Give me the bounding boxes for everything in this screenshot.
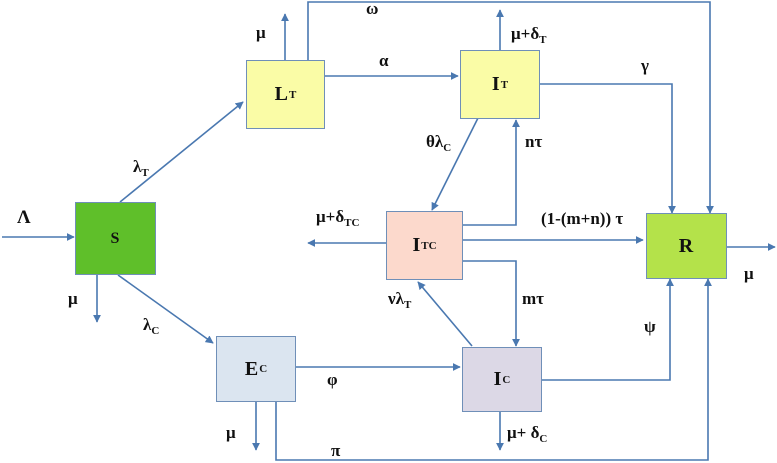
node-lt-sub: T [289, 88, 297, 101]
label-n-tau: nτ [525, 132, 543, 151]
label-gamma: γ [641, 56, 649, 75]
label-pi: π [331, 441, 341, 460]
node-itc-label: I [412, 234, 421, 256]
node-s-label: S [110, 229, 120, 247]
arrow-psi [542, 278, 674, 381]
arrow-theta [431, 117, 479, 211]
node-it-label: I [491, 73, 500, 95]
node-s: S [75, 202, 156, 275]
label-mu-delta-t: μ+δT [511, 24, 547, 46]
label-mu-ec: μ [226, 423, 236, 442]
arrow-ntau [463, 119, 520, 226]
arrow-s-to-lt [119, 101, 244, 203]
label-phi: φ [327, 370, 338, 389]
label-mu-delta-c: μ+ δC [507, 423, 548, 445]
arrow-pi [275, 278, 712, 461]
node-ic-sub: C [502, 373, 511, 386]
arrow-gamma [540, 83, 676, 214]
node-lt-label: L [274, 83, 288, 105]
arrow-s-to-ec [117, 274, 214, 344]
label-m-tau: mτ [522, 289, 544, 308]
node-it-sub: T [500, 78, 509, 91]
label-mu-r: μ [744, 264, 754, 283]
label-lambda-recruit: Λ [17, 207, 31, 228]
arrow-nu [417, 281, 473, 347]
label-mu-s: μ [68, 289, 78, 308]
label-nu-lambda-t: νλT [388, 289, 412, 311]
node-ec-sub: C [259, 363, 268, 375]
arrow-mtau [463, 260, 520, 347]
node-ec-label: E [244, 357, 259, 380]
node-itc-sub: TC [421, 239, 437, 252]
label-lambda-c: λC [143, 315, 160, 337]
label-mu-lt: μ [256, 23, 266, 42]
label-lambda-t: λT [133, 157, 149, 179]
label-mu-delta-tc: μ+δTC [316, 207, 360, 229]
label-omega: ω [366, 0, 379, 18]
node-r: R [646, 213, 727, 279]
label-alpha: α [379, 51, 389, 70]
label-one-minus-m-n-tau: (1-(m+n)) τ [541, 209, 624, 228]
node-ic-label: I [493, 368, 502, 390]
label-theta-lambda-c: θλC [426, 132, 452, 154]
label-psi: ψ [644, 317, 656, 336]
node-r-label: R [678, 234, 694, 257]
arrow-omega [307, 1, 714, 214]
